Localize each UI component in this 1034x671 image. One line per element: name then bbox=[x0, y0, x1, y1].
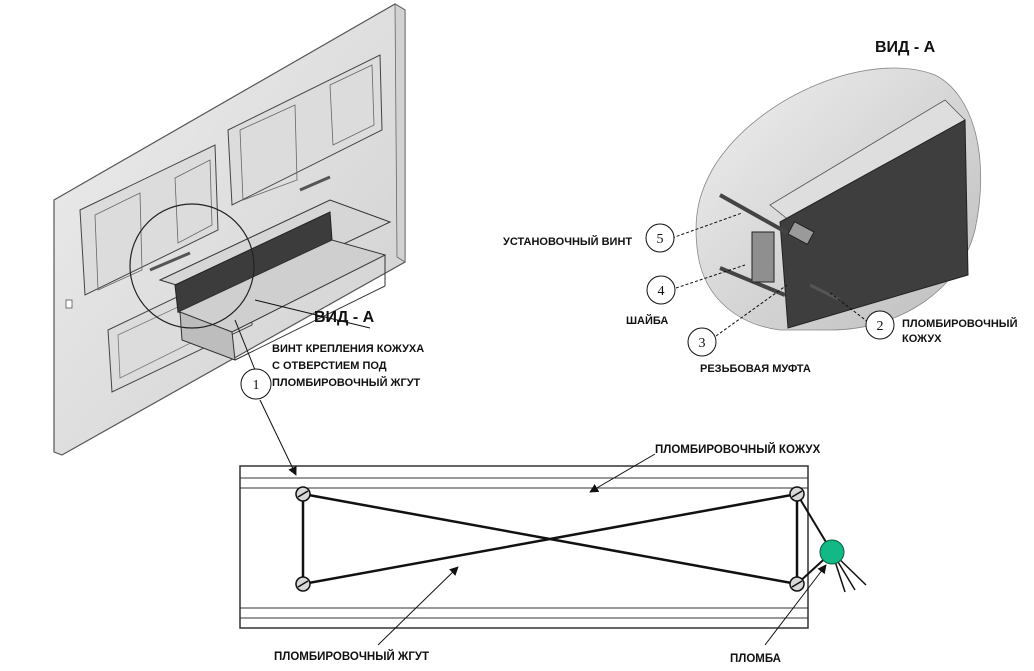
cover-plan-view bbox=[239, 465, 867, 629]
seal-label: ПЛОМБА bbox=[730, 653, 781, 665]
callout-1: 1 bbox=[240, 368, 272, 400]
leader-lines bbox=[234, 212, 869, 646]
callout-4-label: ШАЙБА bbox=[626, 314, 668, 327]
callout-1-number: 1 bbox=[253, 378, 260, 393]
cover-label: ПЛОМБИРОВОЧНЫЙ КОЖУХ bbox=[655, 443, 821, 456]
callout-5-label: УСТАНОВОЧНЫЙ ВИНТ bbox=[503, 235, 632, 248]
callout-2-number: 2 bbox=[877, 319, 884, 334]
callout-3-label: РЕЗЬБОВАЯ МУФТА bbox=[700, 363, 811, 375]
callout-1-label-line-3: ПЛОМБИРОВОЧНЫЙ ЖГУТ bbox=[272, 376, 421, 389]
callout-4-number: 4 bbox=[658, 284, 665, 299]
screw-bottom-right bbox=[789, 576, 805, 592]
screw-bottom-left bbox=[295, 576, 311, 592]
callout-4: 4 bbox=[646, 275, 676, 305]
seal-icon bbox=[819, 539, 845, 565]
callout-1-label-line-1: ВИНТ КРЕПЛЕНИЯ КОЖУХА bbox=[272, 343, 424, 355]
callout-3: 3 bbox=[687, 327, 717, 357]
callout-3-number: 3 bbox=[699, 336, 706, 351]
callout-1-label-line-2: С ОТВЕРСТИЕМ ПОД bbox=[272, 360, 387, 372]
screw-top-right bbox=[789, 486, 805, 502]
detail-view-a bbox=[695, 67, 982, 331]
screw-top-left bbox=[295, 486, 311, 502]
view-a-label-detail: ВИД - А bbox=[875, 39, 936, 56]
callout-5-number: 5 bbox=[657, 232, 664, 247]
wire-label: ПЛОМБИРОВОЧНЫЙ ЖГУТ bbox=[274, 650, 429, 663]
view-a-label-main: ВИД - А bbox=[314, 309, 375, 326]
callout-2-label-line-1: ПЛОМБИРОВОЧНЫЙ bbox=[902, 317, 1018, 330]
callout-2-label-line-2: КОЖУХ bbox=[902, 333, 942, 345]
callout-5: 5 bbox=[645, 223, 675, 253]
meter-panel-isometric bbox=[53, 3, 406, 456]
callout-2: 2 bbox=[865, 310, 895, 340]
